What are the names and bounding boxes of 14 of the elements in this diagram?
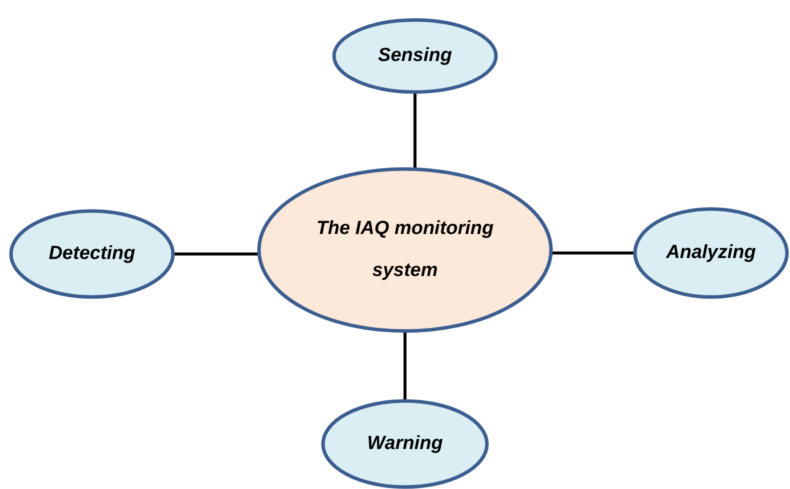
ellipse-node: [332, 18, 498, 94]
ellipse-node: [9, 209, 175, 299]
connector-line: [550, 252, 635, 254]
ellipse-node: [257, 167, 553, 333]
ellipse-node: [321, 399, 489, 489]
node-label: The IAQ monitoring system: [315, 217, 495, 283]
node-label: Warning: [367, 432, 443, 456]
node-label: Analyzing: [666, 241, 756, 265]
node-label: Detecting: [48, 242, 136, 266]
connector-line: [414, 92, 416, 170]
connector-line: [404, 331, 406, 401]
ellipse-node: [633, 207, 789, 299]
node-label: Sensing: [378, 44, 452, 68]
connector-line: [173, 252, 260, 256]
